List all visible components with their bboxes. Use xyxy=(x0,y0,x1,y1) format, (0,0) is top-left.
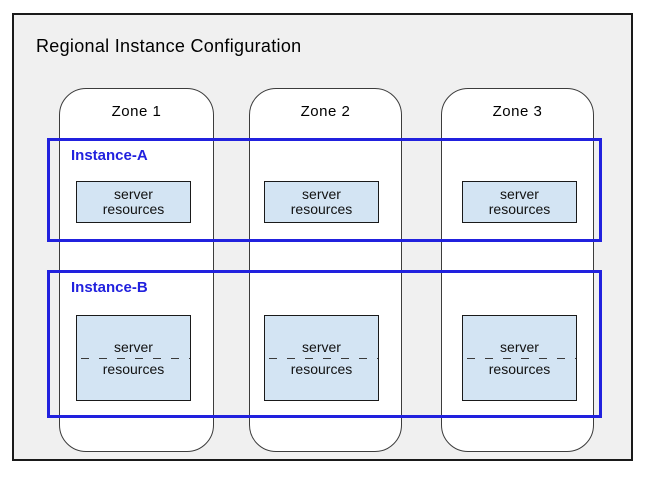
server-box-line1: server xyxy=(500,338,539,355)
instance-b-boundary: Instance-B server resources server resou… xyxy=(47,270,602,418)
instance-a-boundary: Instance-A server resources server resou… xyxy=(47,138,602,242)
server-resources-box-split: server resources xyxy=(264,315,379,401)
diagram-title: Regional Instance Configuration xyxy=(36,36,302,56)
dashed-divider xyxy=(265,357,378,359)
server-box-line2: resources xyxy=(102,360,165,377)
instance-a-label: Instance-A xyxy=(71,147,148,164)
server-box-line2: resources xyxy=(290,360,353,377)
server-box-line1: server xyxy=(500,186,539,202)
server-box-line1: server xyxy=(114,338,153,355)
server-resources-box-split: server resources xyxy=(462,315,577,401)
server-box-line2: resources xyxy=(290,201,353,217)
server-resources-box-split: server resources xyxy=(76,315,191,401)
server-box-line2: resources xyxy=(488,360,551,377)
server-box-line2: resources xyxy=(488,201,551,217)
zone-3-label: Zone 3 xyxy=(492,103,543,120)
server-box-line1: server xyxy=(114,186,153,202)
server-resources-box: server resources xyxy=(76,181,191,223)
zone-1-label: Zone 1 xyxy=(111,103,162,120)
dashed-divider xyxy=(463,357,576,359)
server-resources-box: server resources xyxy=(264,181,379,223)
instance-b-label: Instance-B xyxy=(71,279,148,296)
server-box-line1: server xyxy=(302,338,341,355)
zone-2-label: Zone 2 xyxy=(300,103,351,120)
region-container: Regional Instance Configuration Zone 1 Z… xyxy=(12,13,633,461)
dashed-divider xyxy=(77,357,190,359)
server-box-line2: resources xyxy=(102,201,165,217)
server-box-line1: server xyxy=(302,186,341,202)
server-resources-box: server resources xyxy=(462,181,577,223)
